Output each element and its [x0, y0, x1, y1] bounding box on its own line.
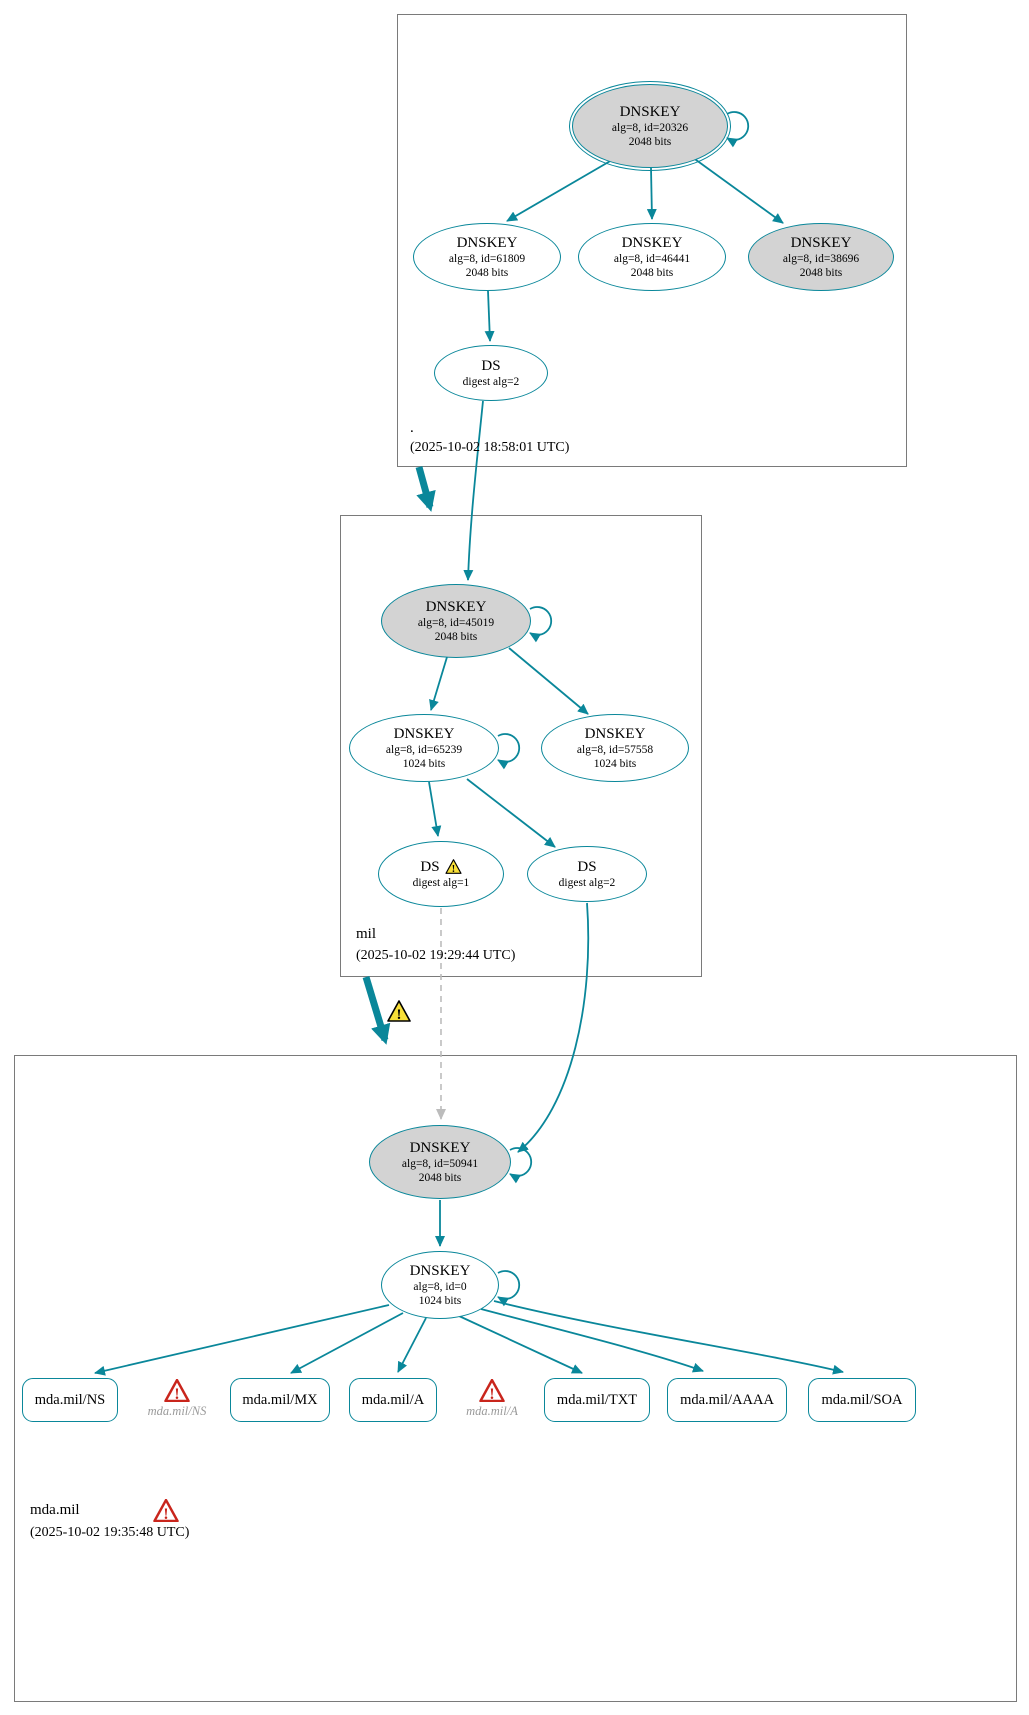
zone-box-mda-mil	[14, 1055, 1017, 1702]
ds-digest: digest alg=2	[462, 376, 520, 389]
rrset-label: mda.mil/TXT	[556, 1391, 638, 1408]
dnskey-root-61809[interactable]: DNSKEY alg=8, id=61809 2048 bits	[413, 223, 561, 291]
rrset-label: mda.mil/NS	[34, 1391, 106, 1408]
dnskey-title: DNSKEY	[393, 725, 455, 742]
dnskey-bits: 1024 bits	[593, 758, 637, 771]
svg-text:!: !	[451, 864, 454, 874]
ds-mil-alg1[interactable]: DS ! digest alg=1	[378, 841, 504, 907]
dnskey-mil-57558[interactable]: DNSKEY alg=8, id=57558 1024 bits	[541, 714, 689, 782]
dnskey-bits: 2048 bits	[465, 267, 509, 280]
dnskey-title: DNSKEY	[584, 725, 646, 742]
dnskey-alg-id: alg=8, id=46441	[613, 253, 691, 266]
dnskey-mil-ksk-45019[interactable]: DNSKEY alg=8, id=45019 2048 bits	[381, 584, 531, 658]
zone-label-mil: mil	[356, 926, 377, 942]
zone-timestamp-mil: (2025-10-02 19:29:44 UTC)	[356, 948, 516, 963]
svg-text:!: !	[163, 1506, 168, 1522]
dnskey-alg-id: alg=8, id=0	[413, 1281, 467, 1294]
dnskey-root-ksk-20326[interactable]: DNSKEY alg=8, id=20326 2048 bits	[568, 80, 732, 172]
warning-icon-delegation: !	[387, 1000, 411, 1022]
zone-box-root	[397, 14, 907, 467]
rrset-mda-mil-ns[interactable]: mda.mil/NS	[22, 1378, 118, 1422]
dnskey-title: DNSKEY	[621, 234, 683, 251]
dnskey-mil-65239[interactable]: DNSKEY alg=8, id=65239 1024 bits	[349, 714, 499, 782]
svg-text:!: !	[397, 1007, 402, 1022]
ghost-label-mda-mil-a: mda.mil/A	[466, 1404, 518, 1418]
rrset-label: mda.mil/A	[361, 1391, 425, 1408]
dnskey-mda-ksk-50941[interactable]: DNSKEY alg=8, id=50941 2048 bits	[369, 1125, 511, 1199]
edge-delegation-mil-to-mda	[362, 975, 391, 1045]
rrset-mda-mil-mx[interactable]: mda.mil/MX	[230, 1378, 330, 1422]
ds-title: DS	[481, 357, 501, 374]
dnskey-title: DNSKEY	[409, 1139, 471, 1156]
dnskey-alg-id: alg=8, id=65239	[385, 744, 463, 757]
dnskey-root-46441[interactable]: DNSKEY alg=8, id=46441 2048 bits	[578, 223, 726, 291]
ds-title: DS	[420, 858, 440, 875]
rrset-mda-mil-a[interactable]: mda.mil/A	[349, 1378, 437, 1422]
error-icon-ns: !	[164, 1379, 190, 1402]
dnskey-title: DNSKEY	[409, 1262, 471, 1279]
error-icon-a: !	[479, 1379, 505, 1402]
dnskey-alg-id: alg=8, id=50941	[401, 1158, 479, 1171]
rrset-mda-mil-aaaa[interactable]: mda.mil/AAAA	[667, 1378, 787, 1422]
ds-mil-alg2[interactable]: DS digest alg=2	[527, 846, 647, 902]
dnskey-alg-id: alg=8, id=57558	[576, 744, 654, 757]
dnskey-bits: 2048 bits	[630, 267, 674, 280]
dnskey-alg-id: alg=8, id=45019	[417, 617, 495, 630]
zone-label-mda-mil: mda.mil	[30, 1502, 80, 1518]
ghost-label-mda-mil-ns: mda.mil/NS	[147, 1404, 207, 1418]
dnskey-bits: 2048 bits	[434, 631, 478, 644]
dnskey-bits: 1024 bits	[402, 758, 446, 771]
rrset-mda-mil-soa[interactable]: mda.mil/SOA	[808, 1378, 916, 1422]
error-icon-mda-mil-zone: !	[153, 1499, 179, 1522]
dnskey-alg-id: alg=8, id=20326	[611, 122, 689, 135]
zone-label-root: .	[410, 420, 414, 436]
dnskey-title: DNSKEY	[790, 234, 852, 251]
dnskey-mda-zsk-0[interactable]: DNSKEY alg=8, id=0 1024 bits	[381, 1251, 499, 1319]
ds-digest: digest alg=2	[558, 877, 616, 890]
ds-digest: digest alg=1	[412, 877, 470, 890]
svg-text:!: !	[489, 1386, 494, 1402]
dnskey-bits: 2048 bits	[418, 1172, 462, 1185]
dnskey-bits: 2048 bits	[628, 136, 672, 149]
dnskey-bits: 1024 bits	[418, 1295, 462, 1308]
zone-timestamp-root: (2025-10-02 18:58:01 UTC)	[410, 440, 570, 455]
rrset-label: mda.mil/AAAA	[680, 1391, 774, 1408]
dnskey-title: DNSKEY	[425, 598, 487, 615]
zone-timestamp-mda-mil: (2025-10-02 19:35:48 UTC)	[30, 1525, 190, 1540]
ds-title: DS	[577, 858, 597, 875]
edge-delegation-root-to-mil	[415, 466, 436, 512]
rrset-label: mda.mil/MX	[242, 1391, 318, 1408]
warning-icon: !	[445, 859, 462, 874]
dnskey-bits: 2048 bits	[799, 267, 843, 280]
dnskey-title: DNSKEY	[619, 103, 681, 120]
dnskey-alg-id: alg=8, id=61809	[448, 253, 526, 266]
rrset-label: mda.mil/SOA	[821, 1391, 903, 1408]
rrset-mda-mil-txt[interactable]: mda.mil/TXT	[544, 1378, 650, 1422]
dnskey-title: DNSKEY	[456, 234, 518, 251]
ds-root[interactable]: DS digest alg=2	[434, 345, 548, 401]
dnskey-alg-id: alg=8, id=38696	[782, 253, 860, 266]
dnskey-root-38696[interactable]: DNSKEY alg=8, id=38696 2048 bits	[748, 223, 894, 291]
svg-text:!: !	[174, 1386, 179, 1402]
